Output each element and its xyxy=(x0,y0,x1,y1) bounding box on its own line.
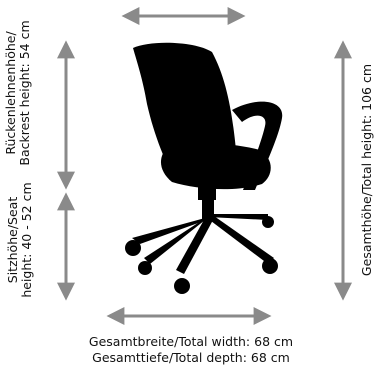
total-height-label: Gesamthöhe/Total height: 106 cm xyxy=(359,50,374,290)
backrest-height-line1: Rückenlehnenhöhe/ xyxy=(3,31,18,155)
total-height-text: Gesamthöhe/Total height: 106 cm xyxy=(359,63,374,277)
seat-height-label: Sitzhöhe/Seat height: 40 - 52 cm xyxy=(5,180,34,300)
office-chair-illustration xyxy=(125,42,283,294)
total-width-label: Gesamtbreite/Total width: 68 cm xyxy=(88,334,294,349)
seat-height-line1: Sitzhöhe/Seat xyxy=(5,196,20,284)
backrest-height-label: Rückenlehnenhöhe/ Backrest height: 54 cm xyxy=(3,18,32,168)
backrest-height-line2: Backrest height: 54 cm xyxy=(17,20,32,166)
total-depth-label: Gesamttiefe/Total depth: 68 cm xyxy=(92,350,290,365)
seat-height-line2: height: 40 - 52 cm xyxy=(19,182,34,298)
